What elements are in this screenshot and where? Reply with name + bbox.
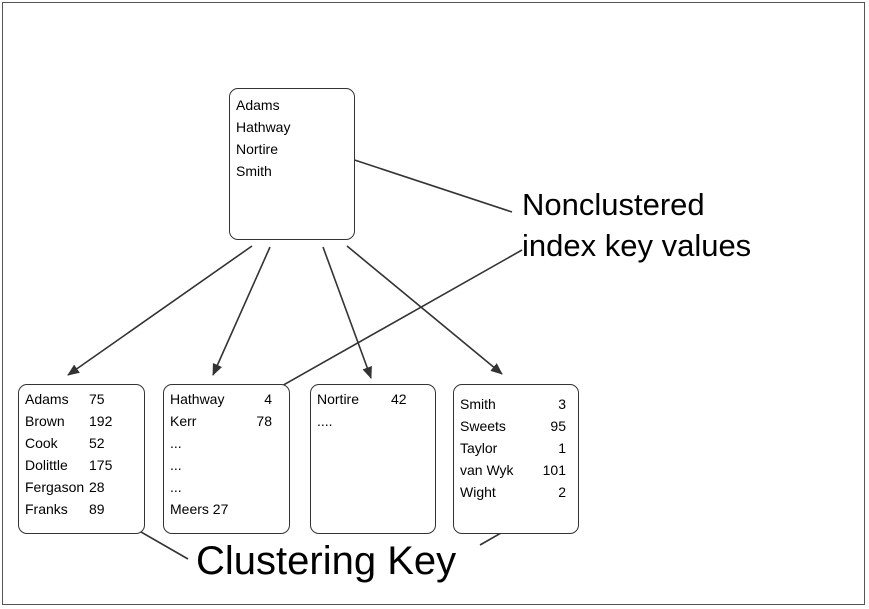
leaf-row: Wight 2 [460,481,572,503]
leaf-key: ... [170,457,182,473]
root-key: Nortire [236,141,279,157]
leaf-row: Brown 192 [25,410,138,432]
leaf-key: Smith [460,396,496,412]
arrow-root-to-leaf-2 [212,246,271,376]
leaf-key: ... [170,479,182,495]
leaf-row: ... [170,432,283,454]
leaf-row: Sweets 95 [460,415,572,437]
leaf-value: 192 [89,413,113,429]
nonclustered-label-line-2: index key values [522,228,752,263]
leaf-node-3: Nortire 42 .... [310,384,436,534]
leaf-value: 1 [558,440,566,456]
leaf-node-1: Adams 75 Brown 192 Cook 52 Dolittle 175 Ferg… [18,384,145,534]
leaf-row: Meers 27 [170,498,283,520]
clustering-key-label: Clustering Key [196,539,457,583]
leaf-value: 95 [550,418,566,434]
leaf-node-2: Hathway 4 Kerr 78 ... ... ... Meers 27 [163,384,290,534]
leaf-row: Smith 3 [460,393,572,415]
arrow-root-to-leaf-4 [346,245,503,375]
leaf-row: Adams 75 [25,388,138,410]
leaf-key: Adams [25,391,69,407]
arrow-root-to-leaf-1 [67,245,253,376]
nonclustered-label-line-1: Nonclustered [522,187,705,222]
leaf-value: 4 [264,391,272,407]
leaf-value: 28 [89,479,105,495]
leaf-value: 78 [256,413,272,429]
leaf-key: Cook [25,435,58,451]
leaf-value: 3 [558,396,566,412]
leaf-value: 75 [89,391,105,407]
leaf-row: ... [170,476,283,498]
leaf-row: .... [317,410,429,432]
leaf-key: .... [317,413,333,429]
root-key: Adams [236,97,280,113]
leaf-node-4: Smith 3 Sweets 95 Taylor 1 van Wyk 101 Wight… [453,384,579,534]
leaf-row: Cook 52 [25,432,138,454]
leaf-value: 101 [542,462,566,478]
root-key: Hathway [236,119,291,135]
leaf-key: ... [170,435,182,451]
leaf-key: Taylor [460,440,498,456]
nonclustered-index-label: Nonclustered index key values [522,184,751,266]
leaf-key: Sweets [460,418,506,434]
leaf-key: Wight [460,484,496,500]
leaf-key: van Wyk [460,462,514,478]
leaf-row: Taylor 1 [460,437,572,459]
leaf-key: Franks [25,501,68,517]
root-index-node: Adams Hathway Nortire Smith [229,88,355,240]
leaf-value: 89 [89,501,105,517]
leaf-key: Brown [25,413,65,429]
root-key: Smith [236,163,272,179]
leaf-value: 175 [89,457,113,473]
leaf-key: Hathway [170,391,225,407]
leaf-key: Meers 27 [170,501,229,517]
leaf-row: Nortire 42 [317,388,429,410]
leaf-key: Fergason [25,479,85,495]
arrow-root-to-leaf-3 [322,246,372,379]
leaf-row: Franks 89 [25,498,138,520]
leaf-row: ... [170,454,283,476]
leaf-value: 52 [89,435,105,451]
leaf-value: 42 [391,391,407,407]
leaf-row: Kerr 78 [170,410,283,432]
leaf-key: Nortire [317,391,360,407]
leaf-row: van Wyk 101 [460,459,572,481]
leaf-key: Dolittle [25,457,68,473]
leaf-row: Dolittle 175 [25,454,138,476]
leaf-key: Kerr [170,413,197,429]
leaf-row: Hathway 4 [170,388,283,410]
leaf-value: 2 [558,484,566,500]
